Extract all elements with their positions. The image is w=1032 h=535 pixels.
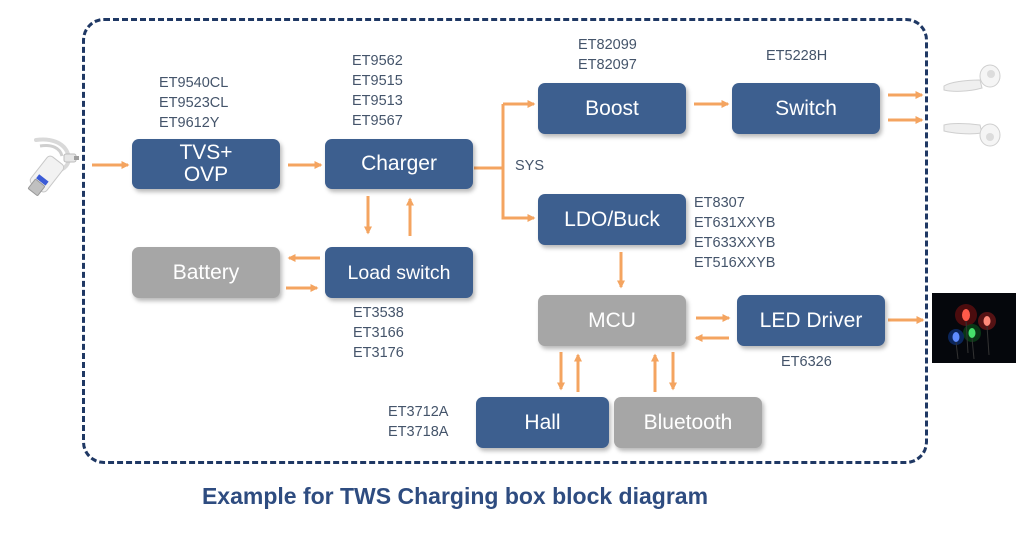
part-number: ET6326 (781, 354, 832, 370)
part-number: ET9612Y (159, 115, 220, 131)
part-number: ET631XXYB (694, 215, 776, 231)
tvs-ovp-block: TVS+ OVP (132, 139, 280, 189)
mcu-block: MCU (538, 295, 686, 346)
rgb-leds-icon (932, 293, 1016, 363)
ldo-buck-block: LDO/Buck (538, 194, 686, 245)
earbud-icon (943, 123, 1001, 147)
part-number: ET9567 (352, 113, 403, 129)
load-switch-block: Load switch (325, 247, 473, 298)
led-driver-parts: ET6326 (781, 352, 832, 372)
sys-label: SYS (515, 158, 545, 174)
bluetooth-block: Bluetooth (614, 397, 762, 448)
part-number: ET82099 (578, 37, 637, 53)
switch-parts: ET5228H (766, 46, 827, 66)
battery-block: Battery (132, 247, 280, 298)
boost-parts: ET82099 ET82097 (578, 35, 637, 75)
charging-box-frame (82, 18, 928, 464)
hall-parts: ET3712A ET3718A (388, 402, 448, 442)
part-number: ET9562 (352, 53, 403, 69)
part-number: ET5228H (766, 48, 828, 64)
tvs-ovp-parts: ET9540CL ET9523CL ET9612Y (159, 73, 228, 133)
switch-block: Switch (732, 83, 880, 134)
part-number: ET633XXYB (694, 235, 776, 251)
ldo-buck-parts: ET8307 ET631XXYB ET633XXYB ET516XXYB (694, 193, 775, 273)
charger-block: Charger (325, 139, 473, 189)
part-number: ET9515 (352, 73, 403, 89)
diagram-caption: Example for TWS Charging box block diagr… (201, 483, 709, 509)
boost-block: Boost (538, 83, 686, 134)
part-number: ET9540CL (159, 75, 229, 91)
earbud-icon (943, 64, 1001, 92)
hall-block: Hall (476, 397, 609, 448)
part-number: ET3538 (353, 305, 404, 321)
led-driver-block: LED Driver (737, 295, 885, 346)
arrow-charger-to-sys (474, 104, 505, 170)
load-switch-parts: ET3538 ET3166 ET3176 (353, 303, 404, 363)
part-number: ET516XXYB (694, 255, 776, 271)
part-number: ET3166 (353, 325, 404, 341)
part-number: ET82097 (578, 57, 637, 73)
part-number: ET3718A (388, 424, 449, 440)
part-number: ET9523CL (159, 95, 229, 111)
part-number: ET3712A (388, 404, 449, 420)
usb-cable-icon (27, 137, 79, 196)
arrow-sys-to-ldo (501, 168, 536, 222)
part-number: ET9513 (352, 93, 403, 109)
part-number: ET8307 (694, 195, 745, 211)
part-number: ET3176 (353, 345, 404, 361)
charger-parts: ET9562 ET9515 ET9513 ET9567 (352, 51, 403, 131)
